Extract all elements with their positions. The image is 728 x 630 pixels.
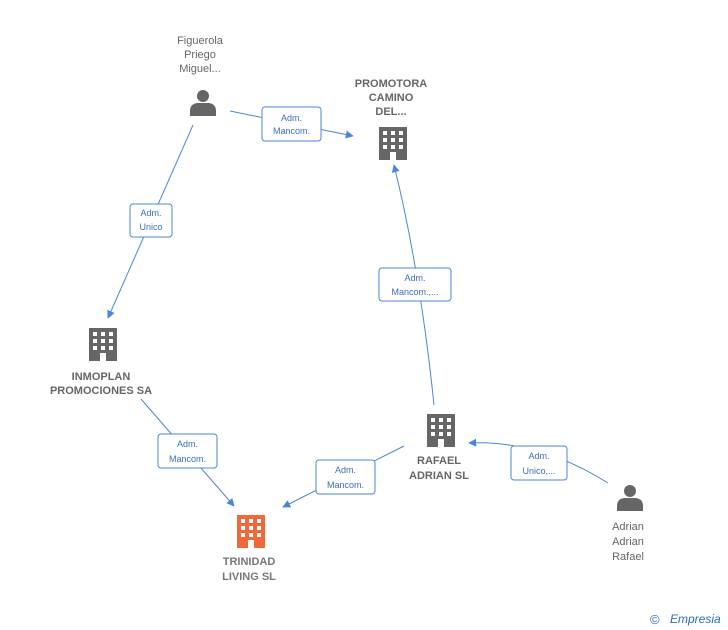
edge-label-line-1: Adm. [177,439,198,449]
node-label-line-2: Priego [184,49,216,61]
copyright-symbol: © [650,612,660,627]
node-label-line-3: Rafael [612,551,644,563]
edge-label-line-2: Mancom. [169,454,206,464]
node-label-line-2: CAMINO [369,92,414,104]
edge-label-line-1: Adm. [140,208,161,218]
person-icon [617,485,643,511]
edge-label-line-2: Mancom.,... [391,287,438,297]
node-adrian[interactable]: Adrian Adrian Rafael [612,485,644,563]
watermark: © Empresia [650,612,721,627]
edge-label-rafael-trinidad[interactable]: Adm. Mancom. [315,459,376,495]
edge-label-inmoplan-trinidad[interactable]: Adm. Mancom. [157,433,218,469]
edge-label-adrian-rafael[interactable]: Adm. Unico,... [510,445,568,481]
edge-label-line-1: Adm. [335,465,356,475]
edge-label-line-1: Adm. [528,451,549,461]
edge-label-line-1: Adm. [404,273,425,283]
node-label-line-2: ADRIAN SL [409,470,469,482]
edge-label-line-2: Unico,... [522,466,555,476]
node-promotora[interactable]: PROMOTORA CAMINO DEL... [355,78,428,160]
person-icon [190,90,216,116]
edge-label-figuerola-inmoplan[interactable]: Adm. Unico [129,203,173,238]
edge-label-line-1: Adm. [281,113,302,123]
node-label-line-3: DEL... [375,106,406,118]
node-label-line-1: TRINIDAD [223,556,276,568]
node-label-line-3: Miguel... [179,63,221,75]
edge-label-rafael-promotora[interactable]: Adm. Mancom.,... [378,267,452,302]
node-inmoplan[interactable]: INMOPLAN PROMOCIONES SA [50,328,152,397]
building-icon [89,328,117,361]
node-label-line-2: LIVING SL [222,571,276,583]
node-label-line-1: RAFAEL [417,455,461,467]
building-icon [237,515,265,548]
node-label-line-1: Figuerola [177,35,224,47]
node-label-line-1: Adrian [612,521,644,533]
node-figuerola[interactable]: Figuerola Priego Miguel... [177,35,224,116]
node-label-line-1: INMOPLAN [72,371,131,383]
node-trinidad-living[interactable]: TRINIDAD LIVING SL [222,515,276,583]
edge-label-figuerola-promotora[interactable]: Adm. Mancom. [261,106,322,142]
edge-label-line-2: Mancom. [273,126,310,136]
node-label-line-1: PROMOTORA [355,78,428,90]
building-icon [379,127,407,160]
edge-label-line-2: Mancom. [327,480,364,490]
brand-logo-text: Empresia [670,612,721,626]
edge-label-line-2: Unico [139,222,162,232]
building-icon [427,414,455,447]
node-label-line-2: Adrian [612,536,644,548]
node-rafael-adrian-sl[interactable]: RAFAEL ADRIAN SL [409,414,469,482]
node-label-line-2: PROMOCIONES SA [50,385,152,397]
